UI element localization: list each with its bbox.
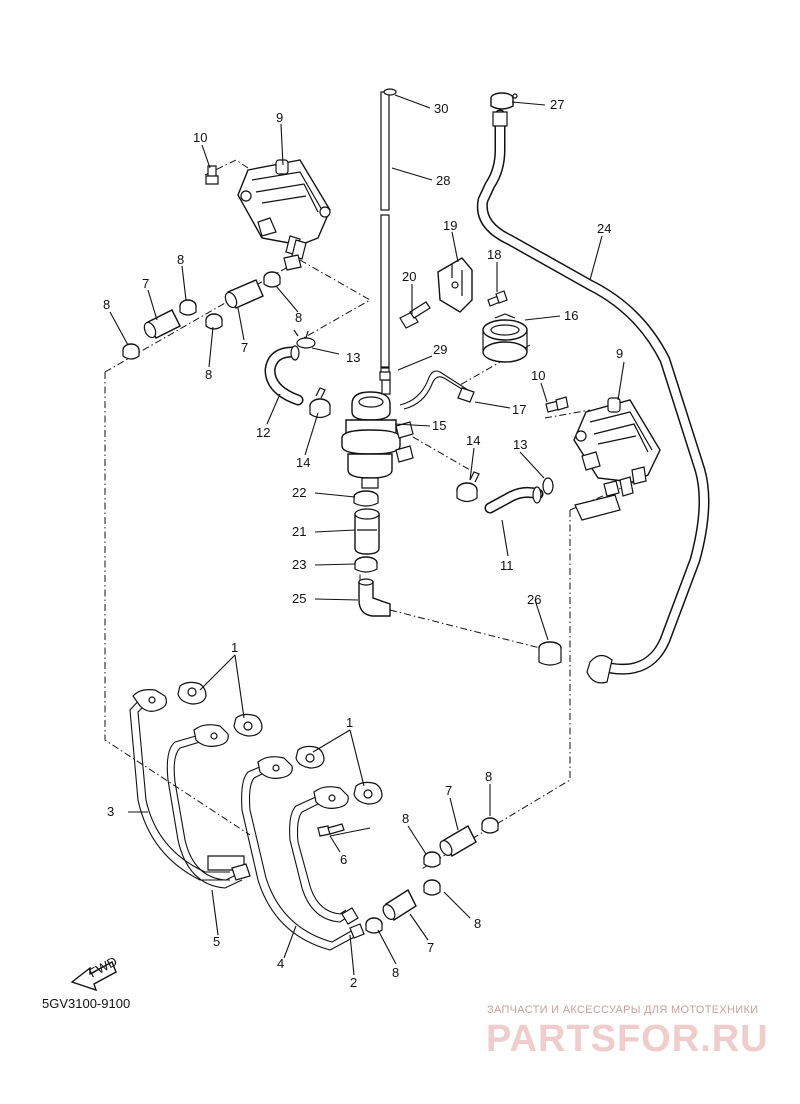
callout-14b: 14 — [466, 433, 480, 448]
callout-20: 20 — [402, 269, 416, 284]
callout-25: 25 — [292, 591, 306, 606]
bolt-18 — [487, 290, 508, 307]
hose-7-lower-b — [382, 888, 417, 922]
leader-lines — [109, 94, 625, 976]
gasket-1-set — [177, 681, 383, 805]
callout-14a: 14 — [296, 455, 310, 470]
callout-9: 9 — [276, 110, 283, 125]
callout-8h: 8 — [392, 965, 399, 980]
clip-22 — [353, 490, 379, 507]
callout-23: 23 — [292, 557, 306, 572]
clamp-8-set — [122, 271, 499, 934]
bolt-20 — [399, 301, 431, 329]
bolt-10-right — [545, 396, 569, 413]
watermark-caption: ЗАПЧАСТИ И АКСЕССУАРЫ ДЛЯ МОТОТЕХНИКИ — [487, 1004, 759, 1016]
bolt-6 — [317, 823, 345, 837]
reed-valve-9-right — [573, 397, 661, 521]
hose-7-upper-a — [143, 309, 181, 339]
watermark-brand: PARTSFOR.RU — [486, 1018, 769, 1060]
callout-8d: 8 — [295, 310, 302, 325]
air-cut-valve-15 — [341, 379, 414, 489]
callout-6: 6 — [340, 852, 347, 867]
clamp-14 — [309, 387, 331, 419]
callout-13a: 13 — [346, 350, 360, 365]
reed-valve-9-left — [237, 159, 331, 271]
cap-29 — [379, 371, 391, 381]
callout-numbers: 30 27 28 10 9 24 19 18 20 16 8 7 8 8 7 8… — [103, 97, 623, 990]
joint-25 — [358, 578, 391, 617]
hose-12 — [264, 345, 304, 406]
callout-30: 30 — [434, 101, 448, 116]
clip-13-right — [542, 477, 554, 495]
clamp-14-right — [456, 471, 480, 503]
callout-8g: 8 — [474, 916, 481, 931]
clip-23 — [354, 556, 378, 573]
callout-2: 2 — [350, 975, 357, 990]
vent-pipe-28 — [380, 88, 397, 379]
callout-10b: 10 — [531, 368, 545, 383]
callout-8a: 8 — [177, 252, 184, 267]
hose-24 — [476, 109, 710, 684]
callout-3: 3 — [107, 804, 114, 819]
clip-27 — [490, 92, 518, 110]
callout-7c: 7 — [445, 783, 452, 798]
callout-28: 28 — [436, 173, 450, 188]
callout-19: 19 — [443, 218, 457, 233]
callout-5: 5 — [213, 934, 220, 949]
pipe-17 — [399, 370, 475, 410]
callout-8e: 8 — [402, 811, 409, 826]
bolt-10 — [205, 165, 219, 185]
callout-18: 18 — [487, 247, 501, 262]
callout-29: 29 — [433, 342, 447, 357]
hose-21 — [354, 508, 380, 555]
callout-8b: 8 — [103, 297, 110, 312]
pipe-5 — [166, 724, 251, 889]
diagram-code: 5GV3100-9100 — [42, 996, 131, 1011]
bracket-19 — [437, 257, 473, 313]
callout-1a: 1 — [231, 640, 238, 655]
pipe-4 — [241, 756, 361, 951]
callout-8f: 8 — [485, 769, 492, 784]
callout-13b: 13 — [513, 437, 527, 452]
callout-7b: 7 — [241, 340, 248, 355]
pipe-2 — [289, 786, 365, 939]
callout-22: 22 — [292, 485, 306, 500]
callout-8c: 8 — [205, 367, 212, 382]
callout-17: 17 — [512, 402, 526, 417]
callout-7d: 7 — [427, 940, 434, 955]
callout-4: 4 — [277, 956, 284, 971]
callout-11: 11 — [500, 558, 514, 573]
fwd-arrow-icon: FWD — [70, 954, 120, 992]
callout-21: 21 — [292, 524, 306, 539]
callout-10: 10 — [193, 130, 207, 145]
callout-1b: 1 — [346, 715, 353, 730]
pipe-3 — [129, 689, 245, 881]
callout-15: 15 — [432, 418, 446, 433]
callout-27: 27 — [550, 97, 564, 112]
holder-16 — [482, 313, 528, 363]
callout-16: 16 — [564, 308, 578, 323]
callout-26: 26 — [527, 592, 541, 607]
clamp-26 — [538, 641, 562, 666]
callout-9b: 9 — [616, 346, 623, 361]
hose-11 — [484, 486, 544, 514]
hose-7-lower-a — [439, 825, 477, 857]
callout-7a: 7 — [142, 276, 149, 291]
clip-13 — [293, 329, 316, 349]
callout-12: 12 — [256, 425, 270, 440]
callout-24: 24 — [597, 221, 611, 236]
hose-7-upper-b — [224, 279, 264, 309]
